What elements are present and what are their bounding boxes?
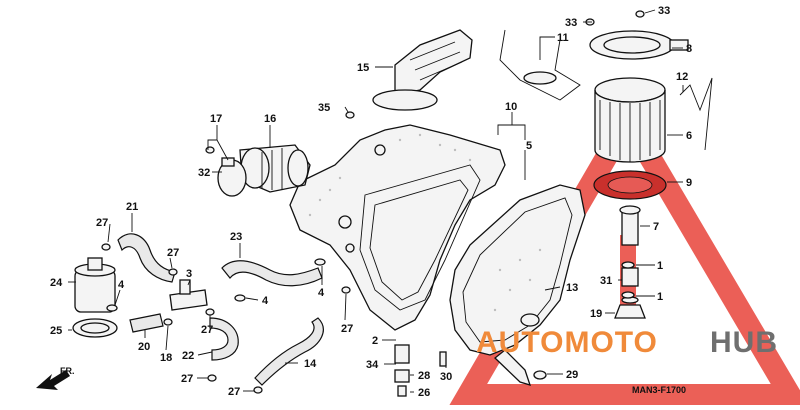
callout-13: 13 — [566, 282, 578, 294]
leader-lines — [68, 9, 684, 393]
callout-16: 16 — [264, 113, 276, 125]
air-filter-element — [594, 77, 666, 163]
drain-valve — [614, 205, 646, 319]
hose-23 — [221, 260, 323, 287]
callout-27f: 27 — [228, 386, 240, 398]
callout-35: 35 — [318, 102, 330, 114]
callout-11: 11 — [557, 32, 569, 44]
chamber-band — [72, 318, 118, 338]
callout-18: 18 — [160, 352, 172, 364]
hose-clamp — [217, 157, 247, 197]
small-clamps — [101, 10, 645, 394]
hose-14 — [254, 317, 324, 386]
callout-20: 20 — [138, 341, 150, 353]
air-cleaner-cover — [449, 184, 586, 386]
callout-7: 7 — [653, 221, 659, 233]
callout-3: 3 — [186, 268, 192, 280]
callout-1a: 1 — [657, 260, 663, 272]
air-cleaner-housing — [289, 124, 506, 331]
callout-4c: 4 — [318, 287, 325, 299]
callout-26: 26 — [418, 387, 430, 399]
callout-2: 2 — [372, 335, 378, 347]
breather-hose-21 — [117, 233, 176, 283]
callout-labels: 33 33 11 8 12 15 35 10 5 6 17 16 32 9 7 … — [50, 5, 692, 399]
callout-22: 22 — [182, 350, 194, 362]
front-direction-arrow: FR. — [36, 366, 75, 390]
callout-12: 12 — [676, 71, 688, 83]
callout-34: 34 — [366, 359, 379, 371]
callout-15: 15 — [357, 62, 369, 74]
filter-cover-ring — [589, 30, 689, 60]
connecting-tube — [372, 29, 473, 111]
callout-8: 8 — [686, 43, 692, 55]
callout-27c: 27 — [201, 324, 213, 336]
callout-25: 25 — [50, 325, 62, 337]
callout-10: 10 — [505, 101, 517, 113]
callout-29: 29 — [566, 369, 578, 381]
callout-24: 24 — [50, 277, 63, 289]
callout-30: 30 — [440, 371, 452, 383]
callout-21: 21 — [126, 201, 138, 213]
callout-1b: 1 — [657, 291, 663, 303]
direction-label: FR. — [60, 366, 75, 376]
callout-33b: 33 — [658, 5, 670, 17]
air-cleaner-joint — [239, 144, 311, 193]
callout-28: 28 — [418, 370, 430, 382]
t-joint — [169, 279, 208, 311]
callout-4a: 4 — [118, 279, 125, 291]
watermark-text-orange: AUTOMOTO — [476, 326, 658, 359]
callout-17: 17 — [210, 113, 222, 125]
callout-27b: 27 — [167, 247, 179, 259]
retaining-band — [679, 77, 713, 151]
callout-6: 6 — [686, 130, 692, 142]
callout-23: 23 — [230, 231, 242, 243]
callout-9: 9 — [686, 177, 692, 189]
callout-27a: 27 — [96, 217, 108, 229]
breather-chamber — [74, 257, 116, 313]
drain-tube-parts — [394, 344, 447, 397]
hose-22 — [209, 317, 239, 361]
callout-4b: 4 — [262, 295, 269, 307]
callout-32: 32 — [198, 167, 210, 179]
filter-bracket — [499, 29, 581, 101]
callout-19: 19 — [590, 308, 602, 320]
short-hose-20 — [129, 313, 164, 333]
callout-27e: 27 — [181, 373, 193, 385]
watermark-text-gray: HUB — [710, 326, 778, 359]
callout-14: 14 — [304, 358, 317, 370]
diagram-code: MAN3-F1700 — [632, 385, 686, 395]
automotohub-watermark: AUTOMOTO HUB — [476, 326, 778, 359]
callout-27d: 27 — [341, 323, 353, 335]
seal-ring — [593, 170, 667, 200]
callout-31: 31 — [600, 275, 612, 287]
callout-5: 5 — [526, 140, 532, 152]
callout-33a: 33 — [565, 17, 577, 29]
